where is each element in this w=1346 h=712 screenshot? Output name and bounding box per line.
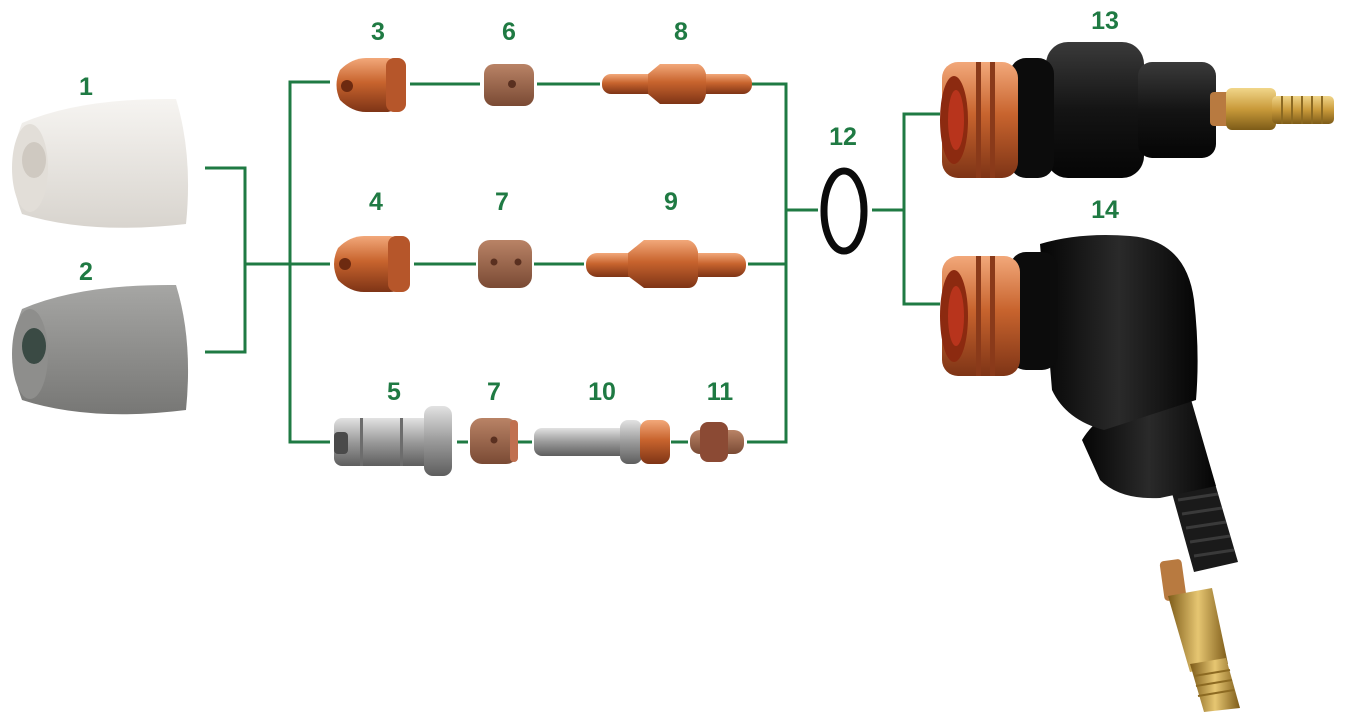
label-part-3: 3 [371, 18, 385, 46]
label-part-1: 1 [79, 73, 93, 101]
label-part-12: 12 [829, 123, 857, 151]
label-part-7a: 7 [495, 188, 509, 216]
label-part-9: 9 [664, 188, 678, 216]
label-part-11: 11 [707, 378, 734, 406]
part-7-swirl-ring-row2 [478, 240, 532, 288]
part-2-grey-shield-cup [12, 284, 189, 415]
part-11-electrode-tip [690, 422, 744, 462]
connector-cups-bracket [205, 166, 247, 354]
label-part-14: 14 [1091, 196, 1119, 224]
part-14-angled-torch-head [940, 235, 1240, 712]
label-part-7b: 7 [487, 378, 501, 406]
part-labels: 1 2 3 4 5 6 7 7 8 9 10 11 12 13 14 [79, 7, 1119, 406]
part-9-electrode [586, 240, 746, 288]
label-part-5: 5 [387, 378, 401, 406]
part-1-white-shield-cup [12, 98, 189, 228]
label-part-10: 10 [588, 378, 616, 406]
label-part-2: 2 [79, 258, 93, 286]
part-12-o-ring [820, 167, 868, 255]
part-7-swirl-ring-row3 [470, 418, 518, 464]
label-part-13: 13 [1091, 7, 1119, 35]
part-13-straight-torch-head [940, 42, 1334, 178]
part-6-swirl-ring [484, 64, 534, 106]
connector-heads-bracket [902, 112, 940, 306]
part-3-nozzle [336, 58, 406, 112]
part-5-extended-nozzle [334, 406, 452, 476]
part-4-nozzle [334, 236, 410, 292]
label-part-6: 6 [502, 18, 516, 46]
label-part-4: 4 [369, 188, 383, 216]
connector-lines [205, 80, 940, 444]
connector-left-bus [288, 80, 330, 444]
part-10-extended-electrode [534, 420, 670, 464]
label-part-8: 8 [674, 18, 688, 46]
part-8-electrode [602, 64, 752, 104]
